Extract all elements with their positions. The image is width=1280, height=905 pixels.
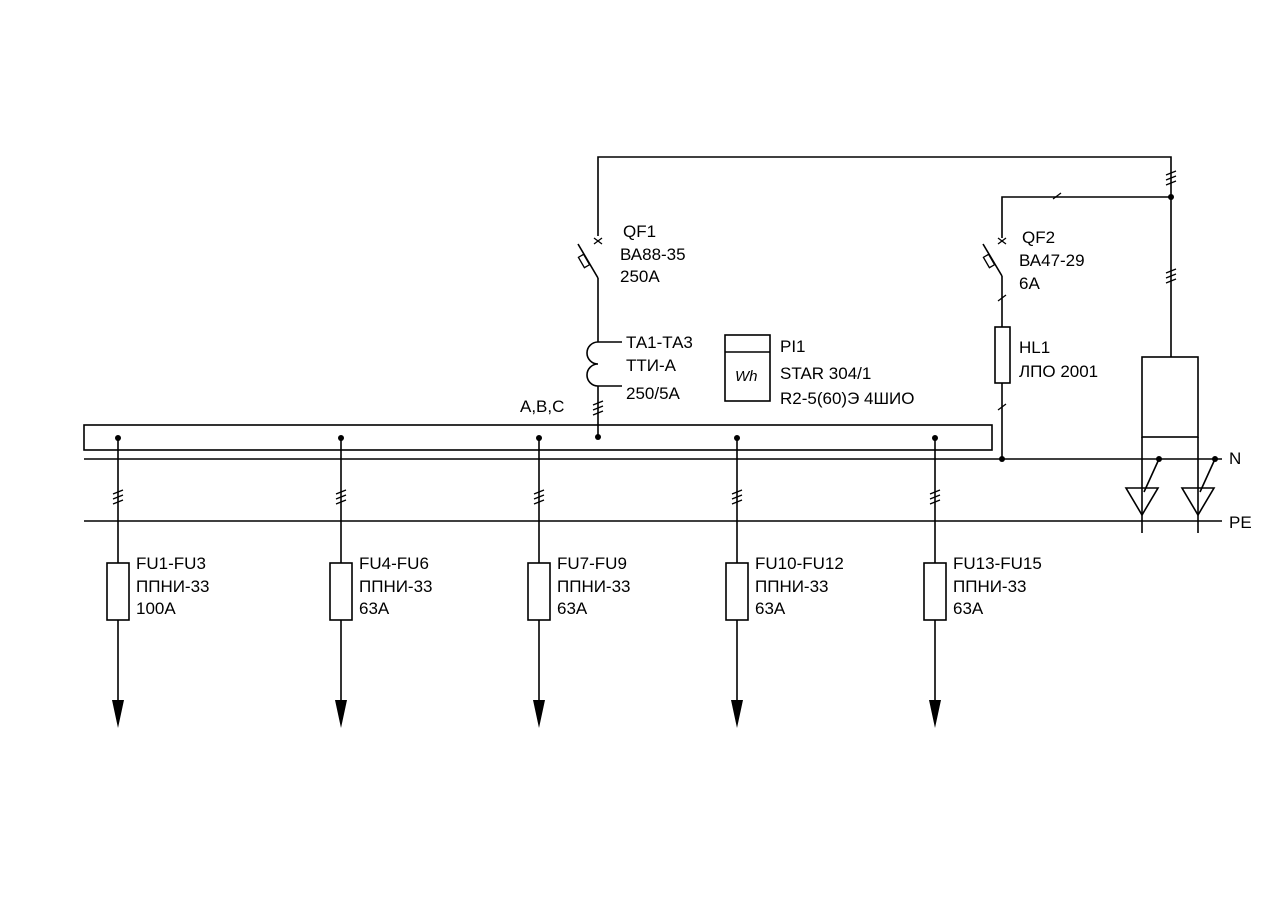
feeder-tick xyxy=(533,494,545,500)
fuse-designator: FU7-FU9 xyxy=(557,554,627,573)
fuse-rating: 100А xyxy=(136,599,176,618)
hl1-lamp xyxy=(994,326,1011,459)
pi1-spec: R2-5(60)Э 4ШИО xyxy=(780,389,915,408)
tick xyxy=(1052,192,1062,200)
ta-model: ТТИ-А xyxy=(626,356,677,375)
fuse-symbol xyxy=(725,562,749,621)
hl1-designator: HL1 xyxy=(1019,338,1050,357)
signal-branch-line xyxy=(1001,196,1171,238)
current-transformer xyxy=(586,341,622,437)
input-line-ticks xyxy=(1165,170,1177,284)
outgoing-arrow xyxy=(335,700,347,728)
outgoing-arrow xyxy=(731,700,743,728)
feeder-tick xyxy=(929,494,941,500)
neutral-bus-label: N xyxy=(1229,449,1241,468)
qf2-designator: QF2 xyxy=(1022,228,1055,247)
fuse-symbol xyxy=(923,562,947,621)
fuse-rating: 63А xyxy=(953,599,984,618)
energy-meter xyxy=(724,334,771,402)
feeder-tick xyxy=(929,499,941,505)
feeder-tick xyxy=(335,494,347,500)
phase-busbar xyxy=(83,424,993,451)
outgoing-arrow xyxy=(533,700,545,728)
pi1-model: STAR 304/1 xyxy=(780,364,871,383)
fuse-designator: FU10-FU12 xyxy=(755,554,844,573)
qf1-breaker xyxy=(577,237,603,342)
fuse-symbol xyxy=(106,562,130,621)
pi1-designator: PI1 xyxy=(780,337,806,356)
junction-dot xyxy=(999,456,1005,462)
qf1-model: ВА88-35 xyxy=(620,245,686,264)
outgoing-arrow xyxy=(929,700,941,728)
qf1-rating: 250А xyxy=(620,267,660,286)
feeder-tick xyxy=(731,489,743,495)
feeder-tick xyxy=(533,499,545,505)
fuse-model: ППНИ-33 xyxy=(136,577,210,596)
qf2-rating: 6А xyxy=(1019,274,1040,293)
fuse-symbol xyxy=(527,562,551,621)
qf2-breaker xyxy=(982,237,1007,327)
feeder-tick xyxy=(929,489,941,495)
input-line xyxy=(597,156,1172,357)
ta-designator: ТА1-ТА3 xyxy=(626,333,693,352)
fuse-designator: FU1-FU3 xyxy=(136,554,206,573)
feeder-tick xyxy=(731,499,743,505)
feeder-tick xyxy=(335,489,347,495)
fuse-model: ППНИ-33 xyxy=(953,577,1027,596)
junction-dot xyxy=(1156,456,1162,462)
pe-bus-label: PE xyxy=(1229,513,1252,532)
feeder-tick xyxy=(731,494,743,500)
feeder-tick xyxy=(112,489,124,495)
feeder-tick xyxy=(112,494,124,500)
feeder-tick xyxy=(533,489,545,495)
fuse-designator: FU13-FU15 xyxy=(953,554,1042,573)
junction-dot xyxy=(595,434,601,440)
feeder-tick xyxy=(112,499,124,505)
fuse-model: ППНИ-33 xyxy=(755,577,829,596)
feeder-tick xyxy=(335,499,347,505)
qf2-model: ВА47-29 xyxy=(1019,251,1085,270)
fuse-model: ППНИ-33 xyxy=(359,577,433,596)
surge-arresters xyxy=(1124,356,1216,533)
qf1-designator: QF1 xyxy=(623,222,656,241)
fuse-rating: 63А xyxy=(359,599,390,618)
junction-dot xyxy=(1212,456,1218,462)
fuse-designator: FU4-FU6 xyxy=(359,554,429,573)
fuse-model: ППНИ-33 xyxy=(557,577,631,596)
wh-symbol: Wh xyxy=(735,368,758,385)
ta-ratio: 250/5А xyxy=(626,384,681,403)
fuse-rating: 63А xyxy=(755,599,786,618)
phases-label: A,B,C xyxy=(520,397,564,416)
outgoing-arrow xyxy=(112,700,124,728)
fuse-symbol xyxy=(329,562,353,621)
hl1-model: ЛПО 2001 xyxy=(1019,362,1098,381)
fuse-rating: 63А xyxy=(557,599,588,618)
